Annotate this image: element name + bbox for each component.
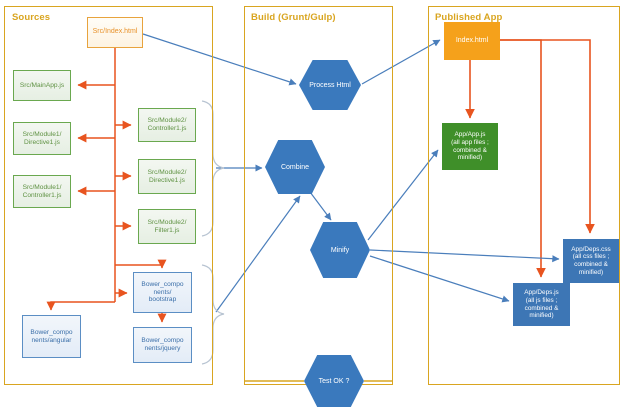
node-src-index-html[interactable]: Src/Index.html [87,17,143,48]
node-published-app-js[interactable]: App/App.js (all app files ; combined & m… [442,123,498,170]
node-src-module1-controller1[interactable]: Src/Module1/ Controller1.js [13,175,71,208]
node-published-index-html-label: Index.html [455,36,489,44]
node-published-app-js-line2: (all app files ; [451,138,489,146]
node-published-index-html[interactable]: Index.html [444,22,500,60]
hexagon-shape [310,222,370,278]
node-src-module2-filter1[interactable]: Src/Module2/ Filter1.js [138,209,196,244]
node-published-deps-css-line2: (all css files ; [572,253,610,261]
node-published-deps-js[interactable]: App/Deps.js (all js files ; combined & m… [513,283,570,326]
node-bower-angular-line1: Bower_compo [30,328,73,336]
node-src-module1-directive1-line2: Directive1.js [24,138,60,146]
node-published-app-js-line1: App/App.js [454,131,486,139]
node-test-ok-label: Test OK ? [318,377,350,385]
node-src-module1-directive1-line1: Src/Module1/ [22,130,62,138]
container-sources-title: Sources [12,12,51,23]
node-bower-jquery[interactable]: Bower_compo nents/jquery [133,327,192,363]
node-src-module2-filter1-line2: Filter1.js [154,226,180,234]
node-src-module1-controller1-line2: Controller1.js [22,191,62,199]
node-src-module1-controller1-line1: Src/Module1/ [22,183,62,191]
node-src-module2-controller1-line2: Controller1.js [147,125,187,132]
node-bower-bootstrap[interactable]: Bower_compo nents/ bootstrap [133,272,192,313]
node-published-deps-js-line1: App/Deps.js [524,289,559,297]
node-bower-bootstrap-line1: Bower_compo [141,280,184,288]
node-src-mainapp-label: Src/MainApp.js [19,81,65,89]
container-build-title: Build (Grunt/Gulp) [251,12,336,23]
node-src-module2-directive1-line1: Src/Module2/ [147,168,187,176]
node-src-module2-filter1-line1: Src/Module2/ [147,218,187,226]
node-combine[interactable]: Combine [265,140,325,194]
node-minify-label: Minify [330,246,350,254]
node-minify[interactable]: Minify [310,222,370,278]
node-src-module2-directive1[interactable]: Src/Module2/ Directive1.js [138,159,196,194]
node-published-deps-js-line2: (all js files ; [525,296,558,304]
orange-connectors [46,48,167,323]
node-published-deps-css-line4: minified) [578,268,604,276]
node-src-module2-controller1-line1: Src/Module2/ [147,117,187,125]
node-src-module1-directive1[interactable]: Src/Module1/ Directive1.js [13,122,71,155]
node-published-deps-js-line4: minified) [529,312,554,320]
container-sources [4,6,213,385]
node-src-module2-controller1[interactable]: Src/Module2/ Controller1.js [138,108,196,142]
node-bower-bootstrap-line3: bootstrap [148,296,177,304]
node-bower-bootstrap-line2: nents/ [153,288,172,296]
node-combine-label: Combine [280,163,309,171]
hexagon-shape [299,60,361,110]
node-published-app-js-line4: minified) [457,154,483,162]
node-published-deps-css[interactable]: App/Deps.css (all css files ; combined &… [563,239,619,283]
node-src-module2-directive1-line2: Directive1.js [149,176,185,184]
node-bower-jquery-line1: Bower_compo [141,337,184,345]
node-src-index-html-label: Src/Index.html [92,28,138,36]
hexagon-shape [304,355,364,407]
node-process-html-label: Process Html [309,81,351,89]
node-bower-angular-line2: nents/angular [31,336,72,344]
node-published-app-js-line3: combined & [453,146,487,154]
node-published-deps-js-line3: combined & [524,304,559,312]
blue-connectors [142,33,560,313]
node-src-mainapp[interactable]: Src/MainApp.js [13,70,71,101]
hexagon-shape [265,140,325,194]
container-published [428,6,620,385]
container-published-title: Published App [435,12,503,23]
node-test-ok[interactable]: Test OK ? [304,355,364,407]
node-published-deps-css-line3: combined & [574,261,608,268]
node-published-deps-css-line1: App/Deps.css [571,245,611,253]
node-bower-angular[interactable]: Bower_compo nents/angular [22,315,81,358]
node-process-html[interactable]: Process Html [299,60,361,110]
published-orange-connectors [465,39,595,278]
node-bower-jquery-line2: nents/jquery [144,345,181,352]
